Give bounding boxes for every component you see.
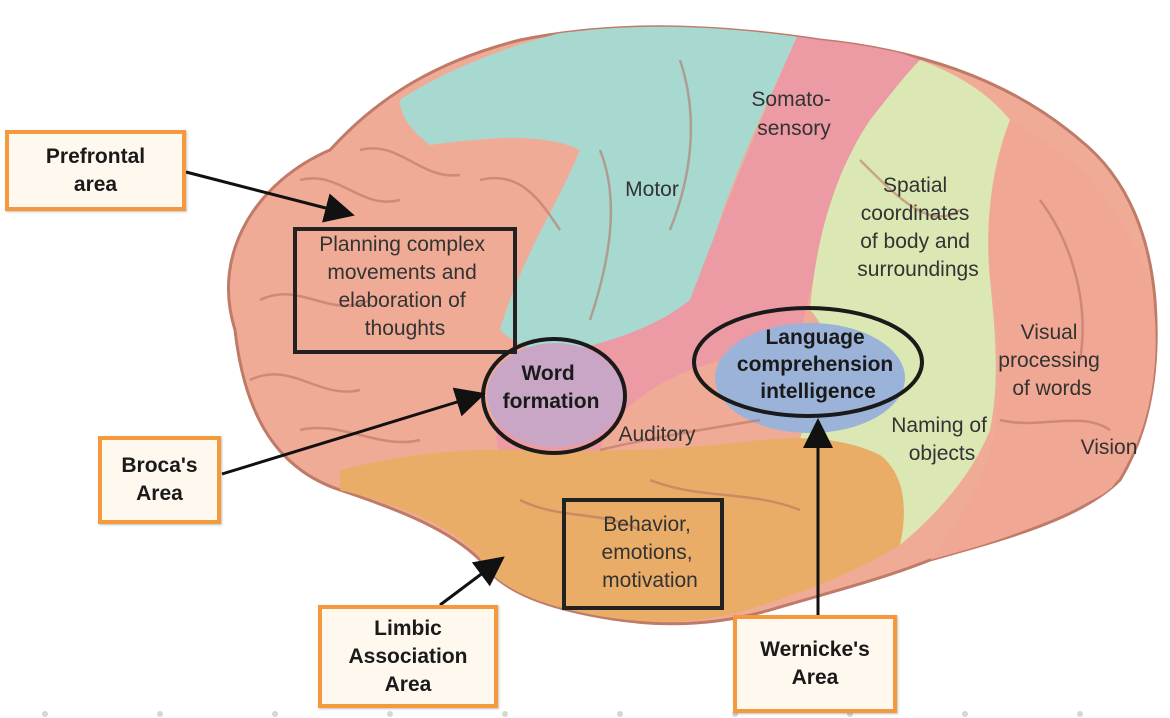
callout-limbic: Limbic Association Area xyxy=(318,605,498,708)
label-visual-words: Visual processing of words xyxy=(998,321,1105,400)
planning-box xyxy=(293,227,517,354)
language-ellipse xyxy=(692,306,924,418)
bottom-dotted-edge xyxy=(42,711,1083,717)
visual-region xyxy=(930,120,1156,560)
motor-region xyxy=(400,26,800,360)
limbic-region xyxy=(340,438,904,622)
broca-region xyxy=(487,343,623,447)
gyri-lines xyxy=(249,59,1111,532)
label-motor: Motor xyxy=(625,178,679,201)
label-somatosensory: Somato- sensory xyxy=(751,88,836,140)
behavior-box xyxy=(562,498,724,610)
wernicke-region xyxy=(715,323,905,433)
broca-arrow xyxy=(221,387,486,476)
label-planning: Planning complex movements and elaborati… xyxy=(319,233,491,340)
callout-broca: Broca's Area xyxy=(98,436,221,524)
callout-prefrontal: Prefrontal area xyxy=(5,130,186,211)
label-naming: Naming of objects xyxy=(891,414,993,465)
label-word-formation: Word formation xyxy=(503,362,600,413)
label-auditory: Auditory xyxy=(618,423,696,446)
limbic-arrow xyxy=(439,556,505,607)
label-vision: Vision xyxy=(1081,436,1138,459)
label-behavior: Behavior, emotions, motivation xyxy=(602,513,699,592)
label-spatial: Spatial coordinates of body and surround… xyxy=(857,174,978,281)
label-language: Language comprehension intelligence xyxy=(737,326,899,403)
prefrontal-arrow xyxy=(185,170,355,223)
callout-wernicke: Wernicke's Area xyxy=(733,615,897,713)
